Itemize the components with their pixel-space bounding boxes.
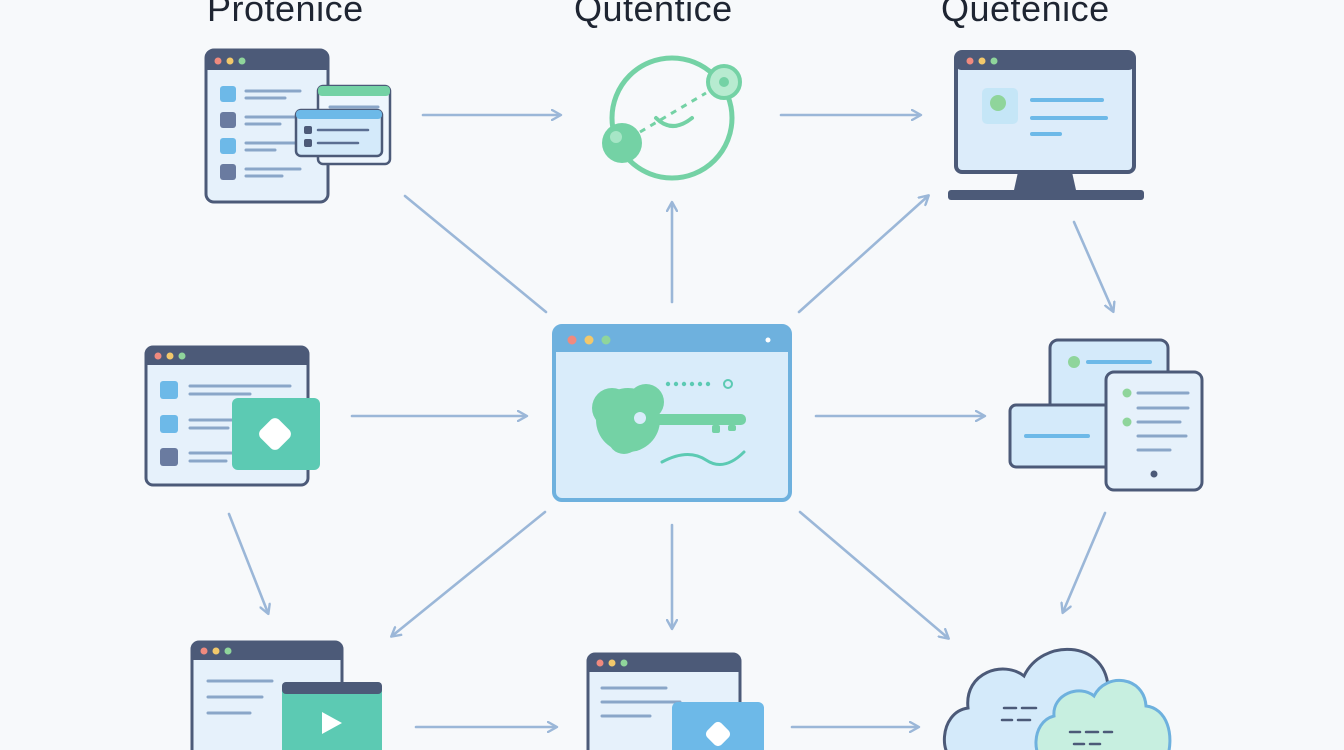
arrow-center-to-bottomright xyxy=(798,510,948,638)
arrow-topleft-to-center xyxy=(403,194,548,314)
arrow-middleright-to-bottomright xyxy=(1063,511,1107,612)
heading-protenice: Protenice xyxy=(207,0,364,29)
document-windows-icon xyxy=(204,48,392,204)
laptop-icon xyxy=(948,50,1144,200)
window-with-widget-icon xyxy=(586,652,764,750)
heading-quetenice: Quetenice xyxy=(941,0,1110,29)
arrow-topright-to-middleright xyxy=(1072,220,1113,311)
connection-link-icon xyxy=(602,55,742,181)
arrow-middleleft-to-bottomleft xyxy=(227,512,268,613)
key-window-icon xyxy=(552,324,792,502)
window-with-card-icon xyxy=(144,345,320,487)
cloud-icon xyxy=(942,647,1172,750)
arrow-center-to-topright xyxy=(797,196,928,314)
arrow-center-to-bottomleft xyxy=(392,510,547,636)
devices-icon xyxy=(1008,338,1204,492)
arrows xyxy=(227,115,1113,727)
video-window-icon xyxy=(190,640,382,750)
heading-qutentice: Qutentice xyxy=(574,0,733,29)
